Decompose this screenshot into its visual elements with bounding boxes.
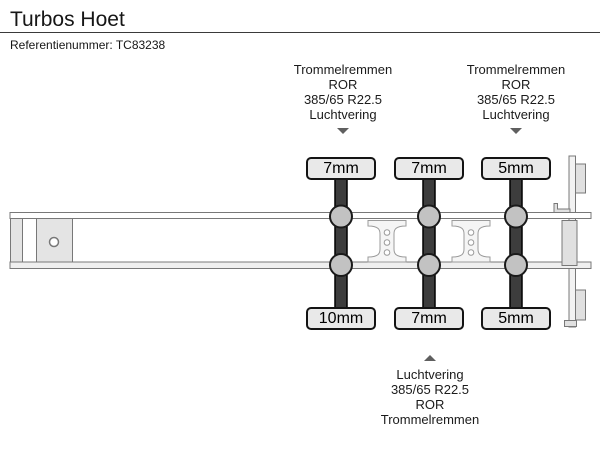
- arrow-down-icon: [510, 128, 522, 134]
- annotation-line: Trommelremmen: [380, 412, 480, 427]
- annotation-front-axle: Trommelremmen ROR 385/65 R22.5 Luchtveri…: [258, 62, 428, 137]
- arrow-down-icon: [337, 128, 349, 134]
- tread-depth-badge-top-3: 5mm: [481, 157, 551, 180]
- axle-bar-2: [422, 170, 436, 316]
- annotation-line: 385/65 R22.5: [303, 92, 383, 107]
- bracket-hole: [383, 249, 391, 256]
- annotation-line: ROR: [328, 77, 358, 92]
- annotation-line: ROR: [501, 77, 531, 92]
- bracket-hole: [383, 229, 391, 236]
- rear-post-foot: [564, 320, 577, 327]
- tread-depth-badge-bottom-2: 7mm: [394, 307, 464, 330]
- axle-hub: [329, 204, 353, 229]
- chassis-frame: [9, 212, 592, 269]
- annotation-middle-axle: Luchtvering 385/65 R22.5 ROR Trommelremm…: [345, 352, 515, 427]
- axle-bar-3: [509, 170, 523, 316]
- top-rail: [9, 212, 592, 219]
- bracket-hole: [467, 239, 475, 246]
- bracket-hole: [383, 239, 391, 246]
- annotation-line: 385/65 R22.5: [390, 382, 470, 397]
- tread-depth-badge-bottom-3: 5mm: [481, 307, 551, 330]
- axle-bar-1: [334, 170, 348, 316]
- tread-depth-badge-top-2: 7mm: [394, 157, 464, 180]
- rear-crossmember: [561, 220, 578, 266]
- bracket-hole: [467, 229, 475, 236]
- axles: [334, 170, 523, 316]
- axle-hub: [504, 204, 528, 229]
- annotation-line: Luchtvering: [482, 107, 550, 122]
- rear-lower-flap: [575, 289, 586, 321]
- annotation-line: Trommelremmen: [466, 62, 566, 77]
- annotation-line: Luchtvering: [309, 107, 377, 122]
- annotation-rear-axle: Trommelremmen ROR 385/65 R22.5 Luchtveri…: [431, 62, 600, 137]
- axle-hub: [417, 204, 441, 229]
- annotation-line: Trommelremmen: [293, 62, 393, 77]
- annotation-line: 385/65 R22.5: [476, 92, 556, 107]
- axle-hubs: [329, 204, 528, 277]
- axle-hub: [417, 253, 441, 277]
- bracket-hole: [467, 249, 475, 256]
- axle-hub: [504, 253, 528, 277]
- front-end-cap: [10, 218, 23, 263]
- annotation-line: ROR: [415, 397, 445, 412]
- tread-depth-badge-bottom-1: 10mm: [306, 307, 376, 330]
- rear-column: [561, 220, 578, 327]
- title-divider: [0, 32, 600, 33]
- arrow-up-icon: [424, 355, 436, 361]
- bottom-rail: [9, 261, 592, 269]
- rear-upper-flap: [575, 163, 586, 194]
- kingpin-hole: [48, 236, 60, 248]
- reference-number: Referentienummer: TC83238: [10, 38, 166, 52]
- page-title: Turbos Hoet: [10, 8, 125, 31]
- suspension-brackets: [367, 220, 491, 263]
- tread-depth-badge-top-1: 7mm: [306, 157, 376, 180]
- axle-hub: [329, 253, 353, 277]
- annotation-line: Luchtvering: [396, 367, 464, 382]
